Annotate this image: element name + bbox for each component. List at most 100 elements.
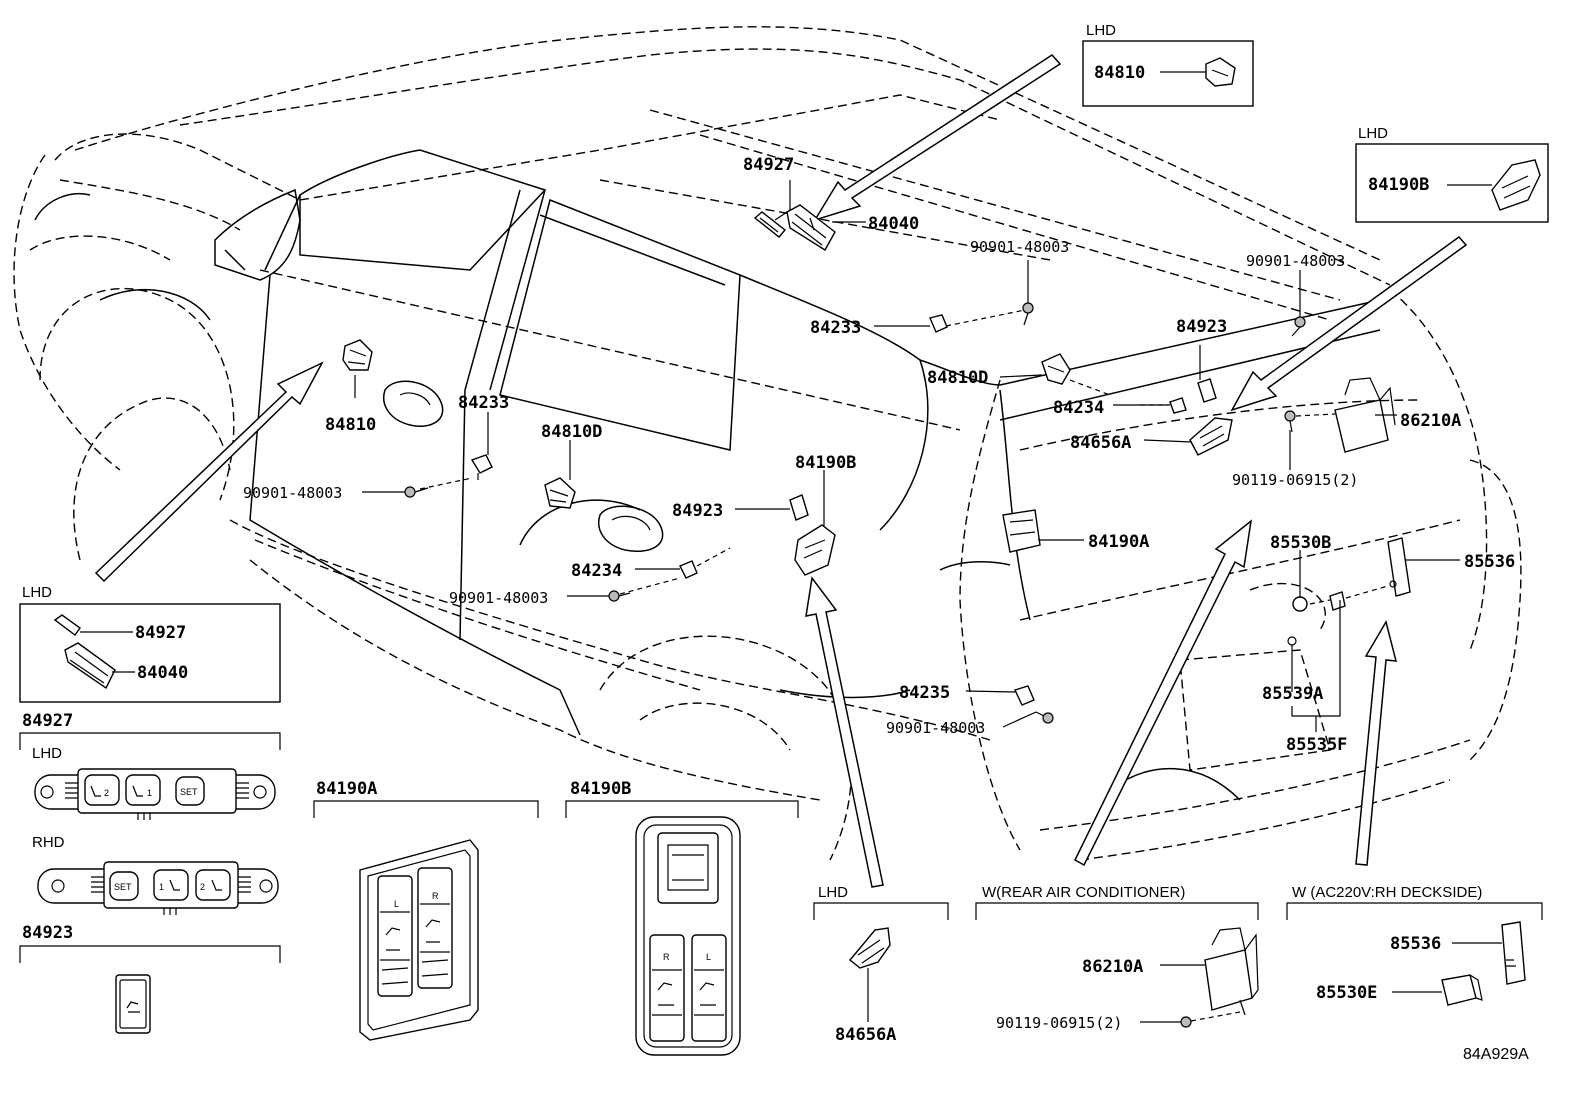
memory-1-label: 1 xyxy=(147,788,152,798)
callout-84040-top: 84040 xyxy=(868,214,919,234)
l-label: L xyxy=(706,952,711,962)
part-84810-inset xyxy=(1205,57,1236,87)
part-85530e-inset xyxy=(1441,974,1477,1006)
arrow-roof xyxy=(813,54,1062,222)
switch-left-panel xyxy=(377,875,413,997)
arrow-deckside xyxy=(1355,620,1397,866)
section-lhd-84656a: LHD 84656A xyxy=(813,884,949,1045)
switch-right-panel xyxy=(691,934,727,1042)
set-button-rhd xyxy=(109,871,139,901)
part-84233-quarter xyxy=(929,314,948,333)
section-part2-label: 85530E xyxy=(1316,983,1377,1003)
part-84234-quarter xyxy=(1169,397,1187,414)
part-84927-small xyxy=(753,211,787,238)
set-label: SET xyxy=(114,882,132,892)
memory-1-label: 1 xyxy=(159,882,164,892)
section-part-label: 84656A xyxy=(835,1025,896,1045)
memory-2-button-rhd xyxy=(195,869,231,901)
callout-84810d-door: 84810D xyxy=(541,422,602,442)
leader-lines xyxy=(354,180,1460,732)
switch-right-panel xyxy=(417,867,453,989)
part-84235 xyxy=(1014,685,1035,706)
section-title: 84923 xyxy=(22,923,73,943)
callout-90901-front: 90901-48003 xyxy=(243,484,342,502)
part-84810-front xyxy=(342,339,373,371)
section-84923: 84923 xyxy=(19,923,281,1034)
callout-84235: 84235 xyxy=(899,683,950,703)
section-part1-label: 85536 xyxy=(1390,934,1441,954)
part-84040-small xyxy=(786,204,836,251)
callout-90901-lower: 90901-48003 xyxy=(886,719,985,737)
part-84923-door xyxy=(789,494,809,521)
section-title: 84927 xyxy=(22,711,73,731)
section-84190b: 84190B R L xyxy=(565,779,799,1056)
direction-arrows xyxy=(94,54,1468,888)
callout-84656a-quarter: 84656A xyxy=(1070,433,1131,453)
section-header: W (AC220V:RH DECKSIDE) xyxy=(1292,884,1482,901)
memory-2-label: 2 xyxy=(104,788,109,798)
left-label: L xyxy=(394,899,399,909)
arrow-rear-door xyxy=(805,576,884,888)
screw-90119 xyxy=(1284,410,1296,433)
memory-1-button-lhd xyxy=(125,774,161,806)
section-part2-label: 90119-06915(2) xyxy=(996,1014,1122,1032)
part-86210a-vehicle xyxy=(1334,399,1389,453)
inset-lhd-84190b: LHD 84190B xyxy=(1355,125,1549,223)
callout-86210a-vehicle: 86210A xyxy=(1400,411,1461,431)
callout-84234-quarter: 84234 xyxy=(1053,398,1104,418)
vehicle-phantom-outline xyxy=(13,26,1522,861)
memory-1-button-rhd xyxy=(153,869,189,901)
callout-84190a-quarter: 84190A xyxy=(1088,532,1149,552)
part-84233-door xyxy=(470,454,493,474)
parts-on-vehicle xyxy=(342,204,1411,724)
part-84656a-inset xyxy=(849,927,891,969)
switch-left-panel xyxy=(649,934,685,1042)
callout-85535f: 85535F xyxy=(1286,735,1347,755)
part-84040-inset xyxy=(64,642,116,690)
arrow-rear-right xyxy=(1230,235,1468,412)
callout-90901-rear: 90901-48003 xyxy=(1246,252,1345,270)
section-84190a: 84190A L R xyxy=(313,779,539,1041)
callout-85536-vehicle: 85536 xyxy=(1464,552,1515,572)
r-label: R xyxy=(663,952,670,962)
inset-lhd-switch: LHD 84927 84040 xyxy=(19,584,281,703)
inset-part2-label: 84040 xyxy=(137,663,188,683)
set-label: SET xyxy=(180,787,198,797)
screw-90119-inset xyxy=(1180,1016,1192,1028)
section-title: 84190B xyxy=(570,779,631,799)
callout-85530b: 85530B xyxy=(1270,533,1331,553)
seat-heater-switch xyxy=(115,974,151,1034)
set-button-lhd xyxy=(175,776,205,806)
callout-85539a: 85539A xyxy=(1262,684,1323,704)
switch-top-knob xyxy=(657,832,719,904)
inset-header: LHD xyxy=(1358,125,1388,142)
section-header: LHD xyxy=(818,884,848,901)
inset-header: LHD xyxy=(22,584,52,601)
part-84927-inset xyxy=(53,614,81,636)
section-title: 84190A xyxy=(316,779,377,799)
callout-84810d-quarter: 84810D xyxy=(927,368,988,388)
part-85530b xyxy=(1292,596,1308,612)
inset-part-label: 84810 xyxy=(1094,63,1145,83)
screw-90901-d xyxy=(608,590,631,602)
section-part1-label: 86210A xyxy=(1082,957,1143,977)
part-85535f-cap xyxy=(1329,591,1346,611)
part-86210a-inset xyxy=(1204,949,1253,1011)
right-label: R xyxy=(432,891,439,901)
part-85536-inset xyxy=(1501,921,1526,985)
callout-84923-quarter: 84923 xyxy=(1176,317,1227,337)
part-84190b-inset xyxy=(1491,159,1541,211)
part-84234-door xyxy=(679,560,698,579)
callout-84927-top: 84927 xyxy=(743,155,794,175)
screw-90901-b xyxy=(1022,302,1034,326)
part-84190b-door xyxy=(794,524,836,576)
callout-90119-vehicle: 90119-06915(2) xyxy=(1232,471,1358,489)
callout-labels: 84927 84040 90901-48003 90901-48003 8423… xyxy=(243,155,1515,755)
section-ac220: W (AC220V:RH DECKSIDE) 85536 85530E xyxy=(1286,884,1543,1006)
callout-84923-door: 84923 xyxy=(672,501,723,521)
part-85539a xyxy=(1287,636,1297,646)
part-84656a-quarter xyxy=(1189,417,1233,456)
memory-2-label: 2 xyxy=(200,882,205,892)
